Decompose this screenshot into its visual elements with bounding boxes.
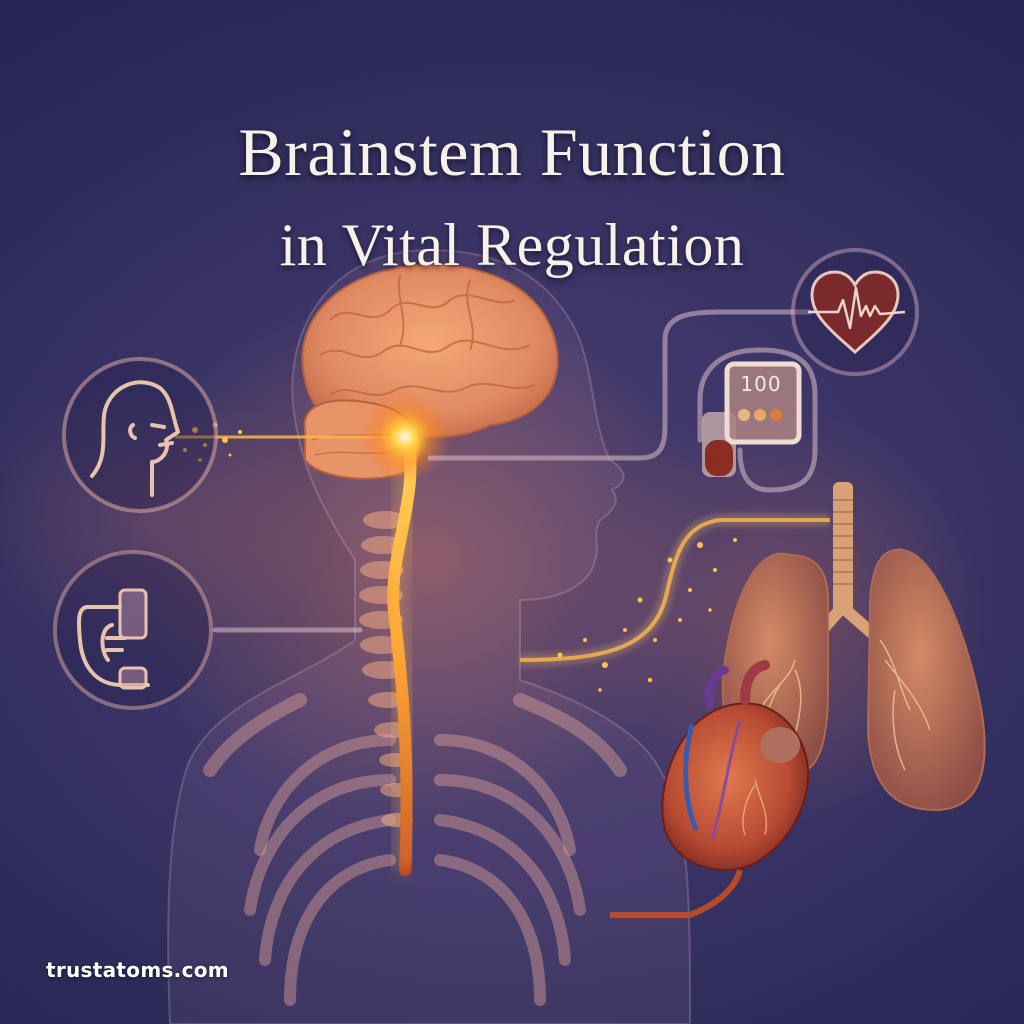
heart-ecg-icon — [810, 270, 900, 354]
blood-pressure-monitor-icon — [702, 361, 802, 477]
lungs — [721, 482, 986, 812]
title-line-1: Brainstem Function — [238, 113, 786, 190]
blood-pressure-readout: 100 — [740, 372, 782, 396]
title-line-2: in Vital Regulation — [279, 211, 745, 278]
brand-watermark: trustatoms.com — [46, 958, 229, 982]
heart-rate-icon-circle — [791, 248, 919, 376]
breathing-icon-circle — [62, 357, 218, 513]
ecg-line-icon — [808, 286, 906, 330]
reflex-icon-circle — [53, 550, 213, 710]
brainstem-glow — [360, 392, 450, 482]
ribcage — [203, 693, 627, 1006]
breathing-head-icon — [90, 380, 180, 497]
connector-lines — [212, 309, 818, 633]
heart-organ — [610, 660, 810, 918]
